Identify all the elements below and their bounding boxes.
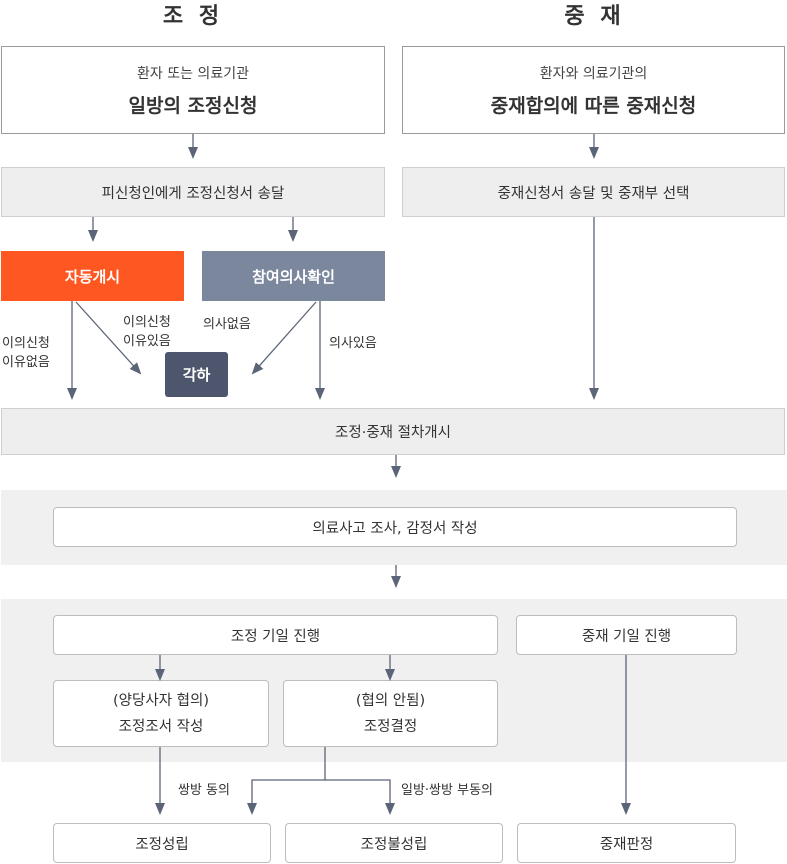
no-agreement-box-line2: 조정결정 (363, 718, 418, 735)
procedure-start-box: 조정·중재 절차개시 (1, 408, 785, 455)
dismissal-box: 각하 (165, 352, 228, 397)
mediation-failure-box: 조정불성립 (285, 823, 503, 863)
no-intent-label: 의사없음 (203, 317, 251, 332)
arbitration-application-box: 환자와 의료기관의 중재합의에 따른 중재신청 (402, 46, 785, 134)
arrow-participation-to-dismissal (251, 301, 317, 375)
mediation-success-box: 조정성립 (53, 823, 271, 863)
agreement-box: (양당사자 협의) 조정조서 작성 (53, 680, 269, 747)
both-agree-label: 쌍방 동의 (178, 783, 230, 798)
no-agreement-box-line1: (협의 안됨) (355, 692, 426, 709)
no-agreement-box: (협의 안됨) 조정결정 (283, 680, 498, 747)
mediation-delivery-box: 피신청인에게 조정신청서 송달 (1, 167, 385, 217)
arbitration-delivery-box: 중재신청서 송달 및 중재부 선택 (402, 167, 785, 217)
arrow-auto-start-to-dismissal (75, 301, 142, 375)
arbitration-column-title: 중 재 (564, 4, 625, 29)
arrow-decision-to-success (247, 747, 326, 815)
arrow-decision-to-failure (325, 779, 395, 815)
no-objection-label: 이의신청 이유없음 (2, 334, 72, 372)
investigation-box: 의료사고 조사, 감정서 작성 (53, 507, 737, 547)
no-objection-label-line2: 이유없음 (2, 355, 50, 370)
mediation-application-box: 환자 또는 의료기관 일방의 조정신청 (1, 46, 385, 134)
agreement-box-line2: 조정조서 작성 (118, 718, 204, 735)
mediation-session-box: 조정 기일 진행 (53, 615, 498, 655)
arbitration-session-box: 중재 기일 진행 (516, 615, 737, 655)
participation-check-box: 참여의사확인 (202, 251, 385, 301)
disagree-label: 일방·쌍방 부동의 (401, 783, 493, 798)
has-objection-label: 이의신청 이유있음 (123, 313, 193, 351)
agreement-box-line1: (양당사자 협의) (113, 692, 209, 709)
has-objection-label-line2: 이유있음 (123, 334, 171, 349)
mediation-application-caption: 환자 또는 의료기관 (137, 65, 249, 82)
arbitration-award-box: 중재판정 (517, 823, 736, 863)
arbitration-application-title: 중재합의에 따른 중재신청 (490, 94, 697, 117)
auto-start-box: 자동개시 (1, 251, 184, 301)
mediation-application-title: 일방의 조정신청 (128, 94, 258, 117)
no-objection-label-line1: 이의신청 (2, 336, 50, 351)
has-objection-label-line1: 이의신청 (123, 315, 171, 330)
mediation-column-title: 조 정 (162, 4, 224, 29)
has-intent-label: 의사있음 (329, 336, 377, 351)
arbitration-application-caption: 환자와 의료기관의 (539, 65, 648, 82)
